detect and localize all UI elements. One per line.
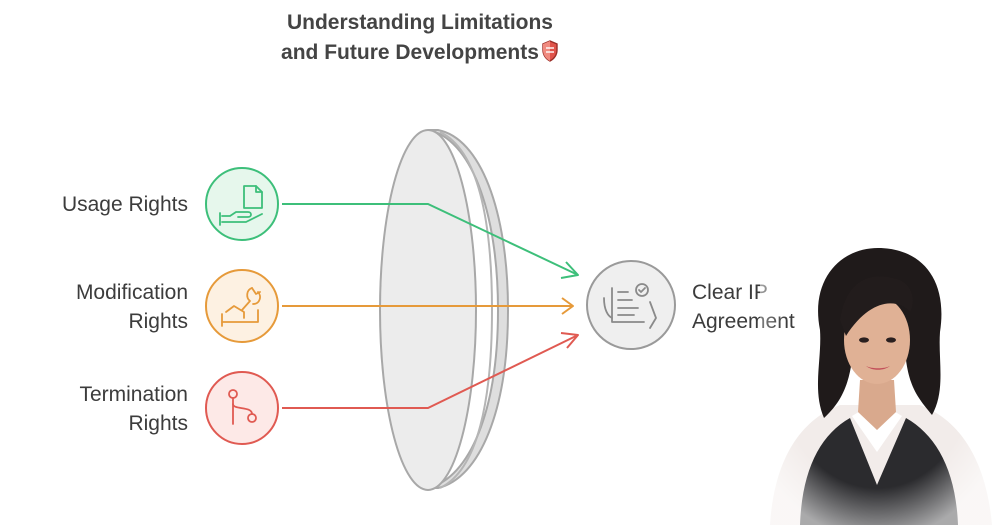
lens-inner-edge xyxy=(439,131,494,489)
node-termination-rights xyxy=(205,371,279,445)
node-clear-ip-agreement xyxy=(586,260,676,350)
node-usage-rights xyxy=(205,167,279,241)
label-usage-rights: Usage Rights xyxy=(62,190,188,219)
node-modification-rights xyxy=(205,269,279,343)
label-usage-rights-line-1: Usage Rights xyxy=(61,193,188,216)
label-clear-ip-agreement-line-1: Clear IP xyxy=(692,281,768,304)
title-line-2-text: and Future Developments xyxy=(281,41,539,64)
presenter-photo xyxy=(760,240,994,525)
hand-wrench-icon xyxy=(221,287,261,327)
label-termination-rights-line-2: Rights xyxy=(128,412,188,435)
arrowhead-usage-rights xyxy=(560,261,579,279)
connector-usage-rights xyxy=(282,203,577,275)
label-termination-rights: Termination Rights xyxy=(79,380,188,438)
lens xyxy=(379,129,477,491)
branch-icon xyxy=(228,389,257,425)
checklist-hand-icon xyxy=(603,283,657,329)
shield-icon xyxy=(541,40,559,71)
title-line-2: and Future Developments xyxy=(230,38,610,71)
label-modification-rights-line-1: Modification xyxy=(75,281,188,304)
title-line-1: Understanding Limitations xyxy=(286,11,553,34)
connector-termination-rights xyxy=(282,335,577,409)
arrowhead-modification-rights xyxy=(561,297,574,315)
diagram-title: Understanding Limitations and Future Dev… xyxy=(230,8,610,71)
label-modification-rights: Modification Rights xyxy=(76,278,188,336)
lens-rim xyxy=(427,129,510,489)
hand-document-icon xyxy=(219,185,263,226)
label-modification-rights-line-2: Rights xyxy=(128,310,188,333)
arrowhead-termination-rights xyxy=(560,332,579,349)
label-termination-rights-line-1: Termination xyxy=(79,383,188,406)
